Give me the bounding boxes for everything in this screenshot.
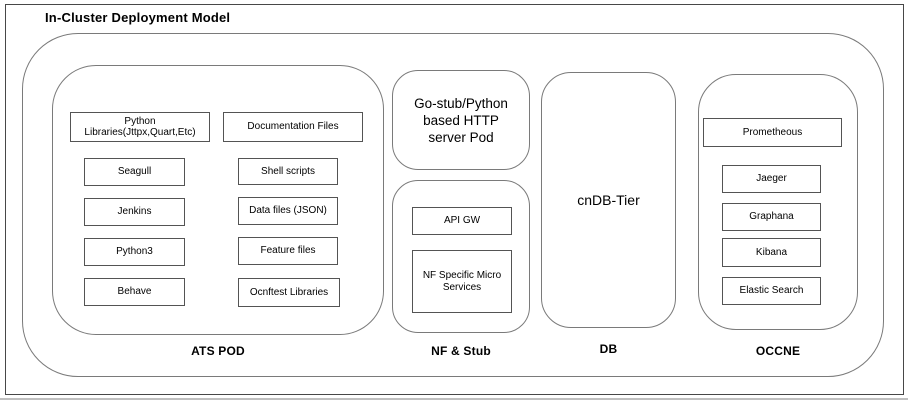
- box-jaeger: Jaeger: [722, 165, 821, 193]
- bottom-edge-strip: [0, 398, 908, 400]
- box-seagull: Seagull: [84, 158, 185, 186]
- box-graphana: Graphana: [722, 203, 821, 231]
- box-shell-scripts: Shell scripts: [238, 158, 338, 185]
- gostub-pod-container: Go-stub/Python based HTTP server Pod: [392, 70, 530, 170]
- cndb-tier-text: cnDB-Tier: [577, 192, 640, 208]
- box-feature-files: Feature files: [238, 237, 338, 265]
- db-label: DB: [599, 342, 618, 356]
- box-nf-specific-micro-services: NF Specific Micro Services: [412, 250, 512, 313]
- box-prometheous: Prometheous: [703, 118, 842, 147]
- diagram-title: In-Cluster Deployment Model: [45, 10, 231, 25]
- box-api-gw: API GW: [412, 207, 512, 235]
- box-behave: Behave: [84, 278, 185, 306]
- box-documentation-files: Documentation Files: [223, 112, 363, 142]
- box-python3: Python3: [84, 238, 185, 266]
- ats-pod-label: ATS POD: [191, 344, 245, 358]
- box-kibana: Kibana: [722, 238, 821, 267]
- box-jenkins: Jenkins: [84, 198, 185, 226]
- db-container: cnDB-Tier: [541, 72, 676, 328]
- gostub-pod-title: Go-stub/Python based HTTP server Pod: [414, 95, 508, 145]
- occne-label: OCCNE: [755, 344, 801, 358]
- box-python-libraries: Python Libraries(Jttpx,Quart,Etc): [70, 112, 210, 142]
- nf-stub-label: NF & Stub: [431, 344, 491, 358]
- box-ocnftest-libraries: Ocnftest Libraries: [238, 278, 340, 307]
- box-data-files-json: Data files (JSON): [238, 197, 338, 225]
- box-elastic-search: Elastic Search: [722, 277, 821, 305]
